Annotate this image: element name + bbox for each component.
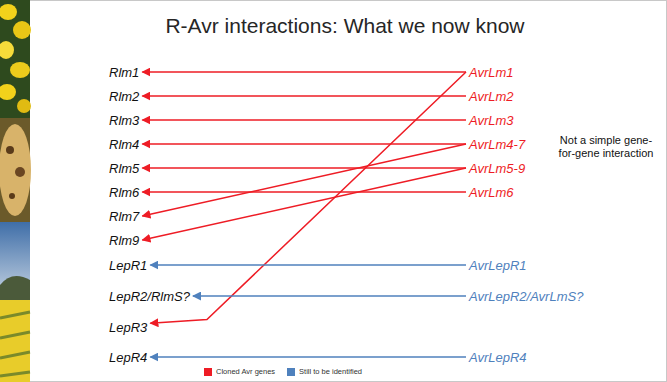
interaction-arrow bbox=[142, 144, 466, 216]
legend-text: Cloned Avr genes bbox=[216, 367, 275, 376]
gene-name: AvrLm6 bbox=[469, 185, 514, 200]
resistance-gene: LepR2/RlmS? bbox=[106, 287, 193, 306]
resistance-gene: Rlm4 bbox=[106, 135, 142, 154]
interaction-arrow bbox=[142, 191, 466, 193]
gene-name: Rlm3 bbox=[109, 113, 139, 128]
gene-name: Rlm9 bbox=[109, 233, 139, 248]
avirulence-gene: AvrLm5-9 bbox=[466, 159, 528, 178]
interaction-arrow bbox=[193, 295, 466, 297]
gene-name: AvrLepR4 bbox=[469, 350, 527, 365]
legend-text: Still to be identified bbox=[299, 367, 362, 376]
interaction-arrow bbox=[142, 168, 466, 240]
resistance-gene: LepR3 bbox=[106, 318, 150, 337]
avirulence-gene: AvrLm2 bbox=[466, 87, 517, 106]
legend-item: Still to be identified bbox=[287, 367, 362, 376]
gene-name: AvrLm3 bbox=[469, 113, 514, 128]
gene-name: LepR1 bbox=[109, 258, 147, 273]
gene-name: AvrLm4-7 bbox=[469, 137, 525, 152]
resistance-gene: Rlm1 bbox=[106, 63, 142, 82]
gene-name: Rlm2 bbox=[109, 89, 139, 104]
interaction-arrow bbox=[150, 356, 466, 358]
interaction-arrow bbox=[142, 71, 466, 73]
interaction-arrow bbox=[142, 167, 466, 169]
gene-name: AvrLm5-9 bbox=[469, 161, 525, 176]
interaction-arrow bbox=[142, 119, 466, 121]
avirulence-gene: AvrLepR4 bbox=[466, 348, 530, 367]
resistance-gene: Rlm7 bbox=[106, 207, 142, 226]
resistance-gene: Rlm2 bbox=[106, 87, 142, 106]
gene-name: AvrLepR1 bbox=[469, 258, 527, 273]
gene-name: Rlm5 bbox=[109, 161, 139, 176]
note-text: Not a simple gene-for-gene interaction bbox=[556, 134, 656, 160]
legend-item: Cloned Avr genes bbox=[204, 367, 275, 376]
legend-swatch bbox=[287, 368, 295, 376]
gene-name: LepR2/RlmS? bbox=[109, 289, 190, 304]
resistance-gene: Rlm5 bbox=[106, 159, 142, 178]
avirulence-gene: AvrLm1 bbox=[466, 63, 517, 82]
legend: Cloned Avr genes Still to be identified bbox=[204, 367, 362, 376]
avirulence-gene: AvrLm4-7 bbox=[466, 135, 528, 154]
resistance-gene: LepR1 bbox=[106, 256, 150, 275]
resistance-gene: Rlm6 bbox=[106, 183, 142, 202]
gene-name: Rlm7 bbox=[109, 209, 139, 224]
resistance-gene: LepR4 bbox=[106, 348, 150, 367]
avirulence-gene: AvrLepR1 bbox=[466, 256, 530, 275]
gene-name: AvrLepR2/AvrLmS? bbox=[469, 289, 583, 304]
gene-name: AvrLm1 bbox=[469, 65, 514, 80]
avirulence-gene: AvrLm6 bbox=[466, 183, 517, 202]
avirulence-gene: AvrLm3 bbox=[466, 111, 517, 130]
avirulence-gene: AvrLepR2/AvrLmS? bbox=[466, 287, 586, 306]
gene-name: LepR3 bbox=[109, 320, 147, 335]
gene-name: AvrLm2 bbox=[469, 89, 514, 104]
gene-name: LepR4 bbox=[109, 350, 147, 365]
gene-name: Rlm6 bbox=[109, 185, 139, 200]
interaction-arrow bbox=[150, 72, 466, 323]
gene-name: Rlm1 bbox=[109, 65, 139, 80]
resistance-gene: Rlm9 bbox=[106, 231, 142, 250]
legend-swatch bbox=[204, 368, 212, 376]
resistance-gene: Rlm3 bbox=[106, 111, 142, 130]
interaction-arrow bbox=[142, 95, 466, 97]
gene-name: Rlm4 bbox=[109, 137, 139, 152]
interaction-arrow bbox=[150, 264, 466, 266]
slide-title: R-Avr interactions: What we now know bbox=[30, 14, 660, 38]
interaction-arrow bbox=[142, 143, 466, 145]
